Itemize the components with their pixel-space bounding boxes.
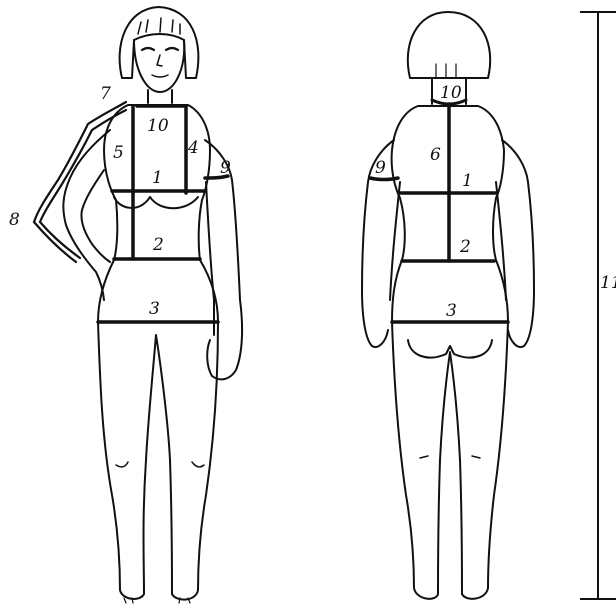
front-left-arm-inner xyxy=(206,182,214,335)
label-front-2: 2 xyxy=(152,235,164,255)
front-knees xyxy=(116,462,204,467)
front-right-arm-inner xyxy=(81,170,110,262)
label-front-10: 10 xyxy=(147,116,169,136)
label-front-9: 9 xyxy=(220,158,231,178)
front-hair xyxy=(120,7,199,78)
label-back-3: 3 xyxy=(446,301,457,321)
back-knees xyxy=(420,456,480,458)
back-left-arm-inner xyxy=(496,182,506,300)
front-line-7-8 xyxy=(34,102,126,262)
label-front-8: 8 xyxy=(9,210,20,230)
label-front-3: 3 xyxy=(149,299,160,319)
label-height-11: 11 xyxy=(600,273,616,293)
front-right-arm xyxy=(63,130,110,300)
label-front-7: 7 xyxy=(100,84,111,104)
label-back-10: 10 xyxy=(440,83,462,103)
labels: 10 5 4 9 1 2 3 7 8 10 6 9 1 2 3 11 xyxy=(9,83,616,321)
label-back-2: 2 xyxy=(459,237,471,257)
back-left-arm xyxy=(502,140,534,347)
label-front-5: 5 xyxy=(113,143,124,163)
front-bust xyxy=(114,197,198,208)
front-torso xyxy=(98,105,218,322)
label-back-9: 9 xyxy=(375,158,386,178)
front-legs xyxy=(98,322,218,600)
front-mouth xyxy=(152,75,168,77)
label-front-1: 1 xyxy=(152,168,163,188)
front-eyes xyxy=(142,48,178,50)
back-hair xyxy=(408,12,490,78)
label-front-4: 4 xyxy=(187,138,199,158)
label-back-6: 6 xyxy=(430,145,441,165)
height-line xyxy=(580,12,616,599)
back-legs xyxy=(392,322,508,599)
label-back-1: 1 xyxy=(462,171,473,191)
back-line-9 xyxy=(370,178,398,180)
front-nose xyxy=(157,55,162,66)
